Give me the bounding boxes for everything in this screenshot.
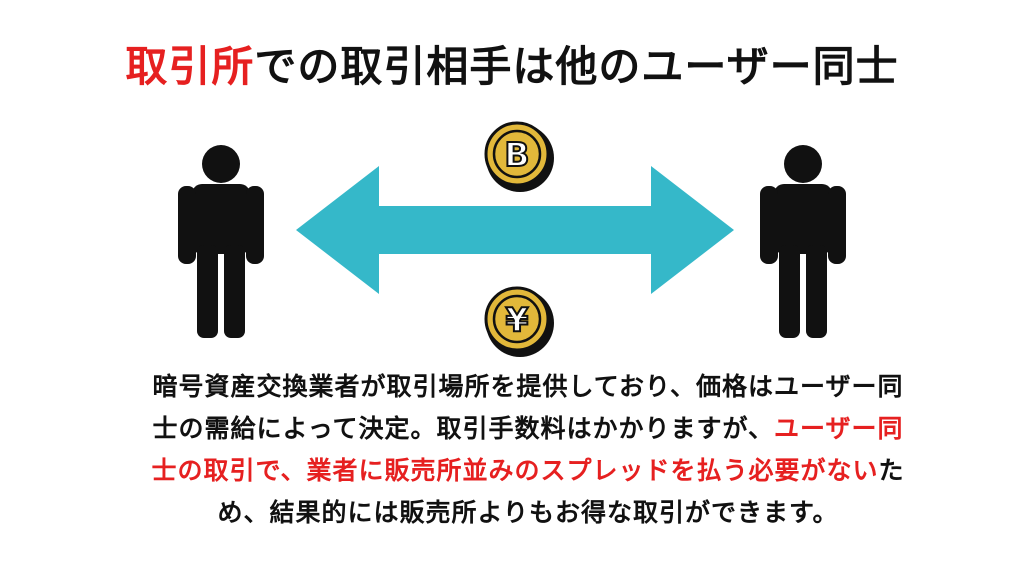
description-line-1: 暗号資産交換業者が取引場所を提供しており、価格はユーザー同 [152,372,904,401]
yen-coin-icon: ¥ [484,286,554,357]
bitcoin-symbol: B [504,135,529,174]
title-accent: 取引所 [125,42,255,91]
description-line-3-normal: た [878,456,905,485]
description-line-3-accent: 士の取引で、業者に販売所並みのスプレッドを払う必要がない [151,456,879,485]
description-line-2: 士の需給によって決定。取引手数料はかかりますが、ユーザー同 [88,408,968,450]
title-rest: での取引相手は他のユーザー同士 [254,42,899,91]
bitcoin-coin-icon: B [484,121,554,192]
page-title: 取引所での取引相手は他のユーザー同士 [0,42,1024,91]
exchange-diagram: B ¥ [178,121,846,357]
double-arrow-icon [296,166,734,294]
description-line-3: 士の取引で、業者に販売所並みのスプレッドを払う必要がないた [88,450,968,492]
left-person-icon [178,145,264,338]
right-person-icon [760,145,846,338]
yen-symbol: ¥ [506,300,529,339]
description-line-2-accent: ユーザー同 [774,414,904,443]
description-line-2-normal: 士の需給によって決定。取引手数料はかかりますが、 [152,414,774,443]
description-line-4: め、結果的には販売所よりもお得な取引ができます。 [217,498,839,527]
description-text: 暗号資産交換業者が取引場所を提供しており、価格はユーザー同 士の需給によって決定… [88,366,968,534]
